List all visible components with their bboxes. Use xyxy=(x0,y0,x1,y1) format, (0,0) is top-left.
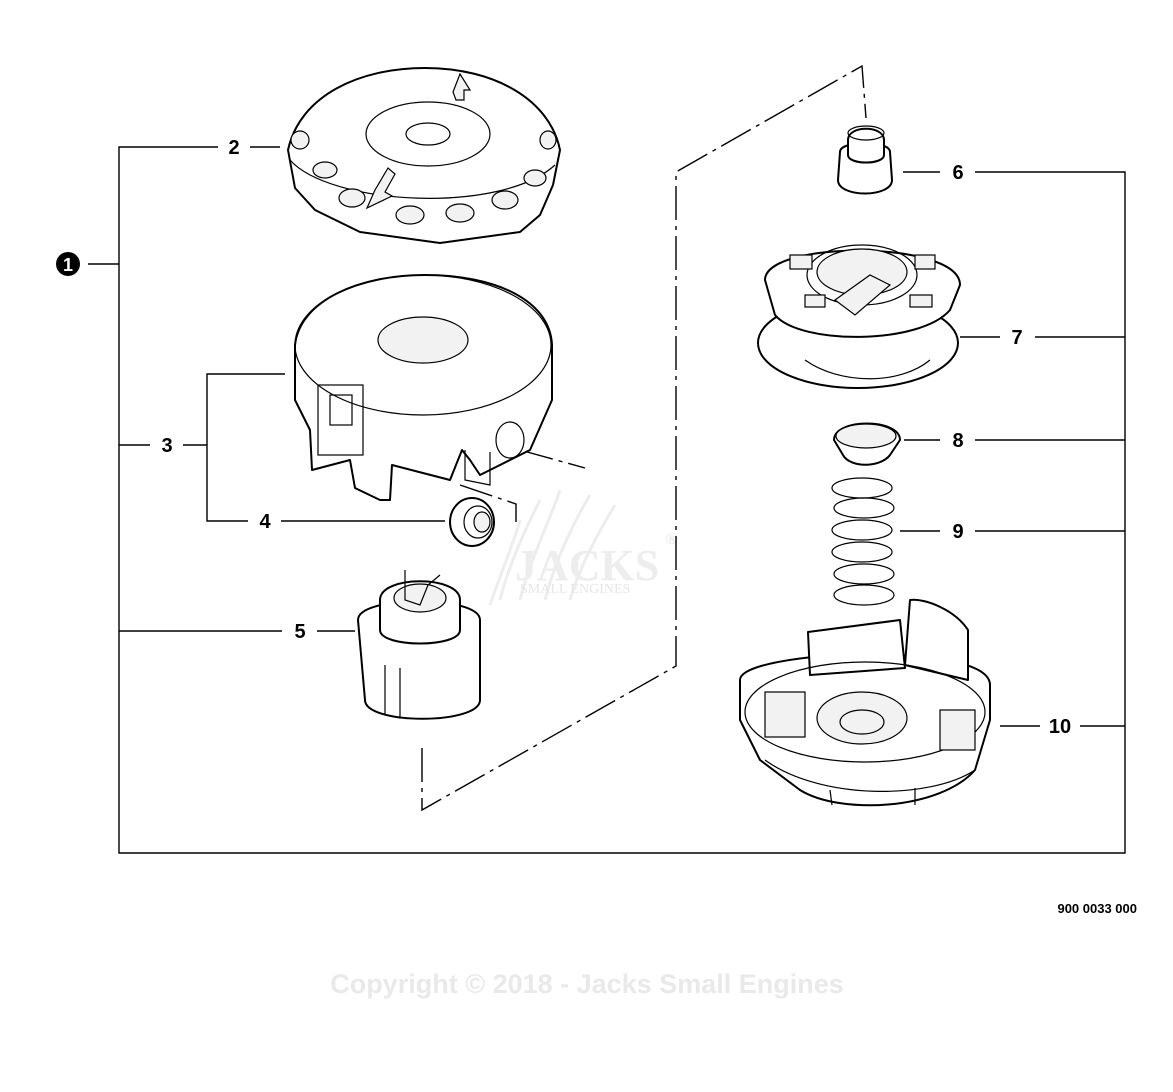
watermark-logo: JACKS SMALL ENGINES ® xyxy=(488,489,678,606)
callout-7: 7 xyxy=(1011,327,1022,349)
callout-labels: 1 2 3 4 5 6 7 8 9 10 xyxy=(56,137,1071,738)
assembly-bracket xyxy=(88,146,1126,854)
watermark-logo-main: JACKS xyxy=(515,541,659,590)
callout-10: 10 xyxy=(1049,716,1071,738)
diagram-code: 900 0033 000 xyxy=(1057,901,1137,916)
leader-lines xyxy=(250,146,1040,727)
part-7-spool xyxy=(757,244,961,389)
part-9-spring xyxy=(831,477,895,606)
callout-6: 6 xyxy=(952,162,963,184)
callout-9: 9 xyxy=(952,521,963,543)
part-10-base xyxy=(739,598,991,807)
part-4-eyelet xyxy=(449,497,495,547)
part-8-button xyxy=(833,422,901,466)
sub-bracket-3-4 xyxy=(183,373,285,522)
watermark-registered-mark: ® xyxy=(666,531,678,548)
callout-8: 8 xyxy=(952,430,963,452)
part-3-housing xyxy=(294,274,553,501)
assembly-callout-marker xyxy=(56,252,80,276)
callout-4: 4 xyxy=(259,511,271,533)
alignment-lines xyxy=(421,64,867,812)
callout-1: 1 xyxy=(63,255,73,275)
part-2-cover xyxy=(287,67,561,244)
callout-3: 3 xyxy=(161,435,172,457)
copyright-notice: Copyright © 2018 - Jacks Small Engines xyxy=(330,969,844,999)
part-5-adaptor xyxy=(357,570,481,720)
callout-5: 5 xyxy=(294,621,305,643)
watermark-logo-sub: SMALL ENGINES xyxy=(520,582,630,597)
arrow-icon xyxy=(365,167,396,210)
arrow-icon xyxy=(452,72,472,101)
part-6-nut xyxy=(837,125,893,195)
callout-2: 2 xyxy=(228,137,239,159)
watermark-leaf-icon xyxy=(488,489,617,606)
